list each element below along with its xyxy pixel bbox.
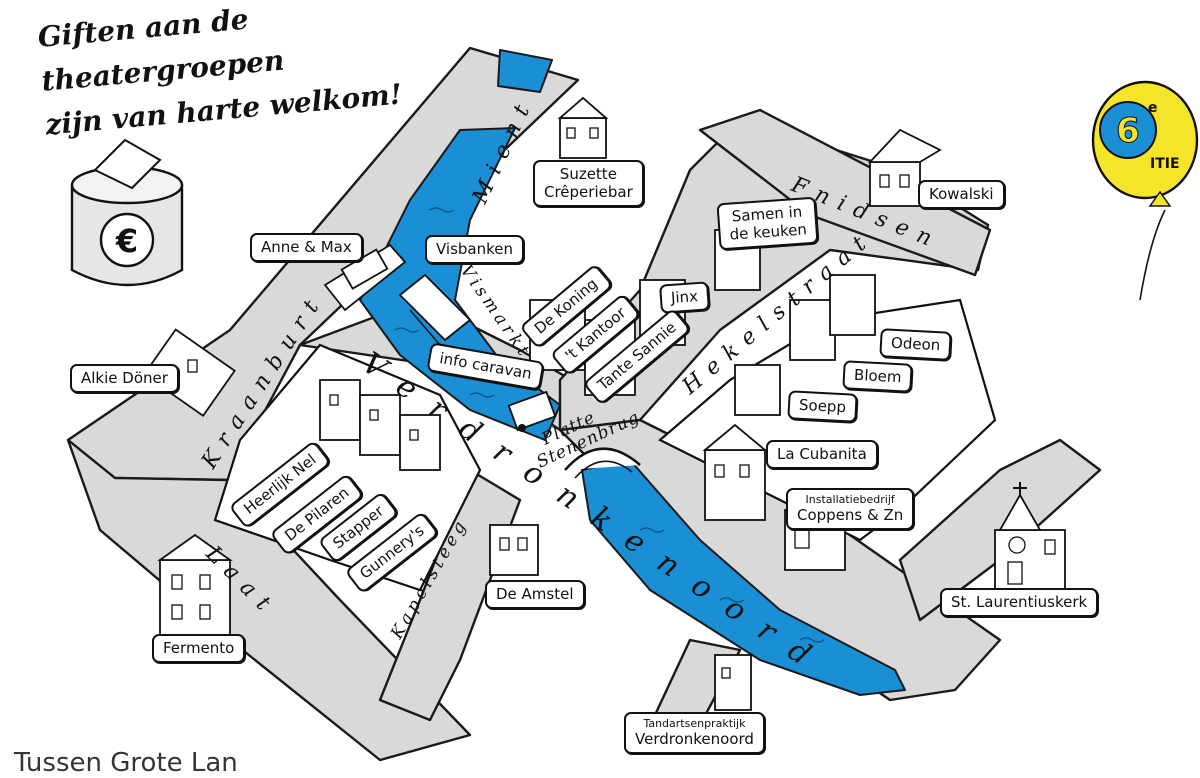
building-la-cubanita (702, 423, 768, 521)
label-jinx: Jinx (659, 281, 710, 314)
label-soepp: Soepp (787, 390, 858, 423)
label-bloem: Bloem (842, 360, 914, 393)
balloon-word: ITIE (1150, 156, 1180, 172)
footer-text: Tussen Grote Lan (14, 748, 238, 778)
building-fermento (157, 533, 233, 641)
building-amstel (489, 524, 539, 576)
church-st-laurentius (994, 482, 1066, 591)
label-odeon: Odeon (879, 328, 952, 361)
label-anne-max: Anne & Max (250, 233, 363, 262)
building-row-verdronkenoord (319, 379, 441, 471)
label-samen-in-de-keuken: Samen in de keuken (716, 196, 819, 251)
label-la-cubanita: La Cubanita (766, 440, 878, 469)
label-suzette: Suzette Crêperiebar (533, 160, 644, 207)
balloon: 6 e ITIE (1091, 80, 1199, 301)
building-kowalski (867, 128, 942, 207)
balloon-numeral: 6 (1116, 111, 1140, 151)
donation-bin: € (70, 138, 184, 287)
label-alkie-doner: Alkie Döner (70, 364, 179, 393)
label-fermento: Fermento (152, 634, 246, 663)
street-kapelsteeg (378, 468, 522, 722)
label-coppens: Installatiebedrijf Coppens & Zn (786, 488, 915, 530)
label-de-amstel: De Amstel (485, 580, 585, 609)
street-laat (66, 438, 472, 762)
canals (359, 49, 906, 696)
canal-waves (394, 207, 825, 643)
label-visbanken: Visbanken (425, 235, 525, 264)
boat-anne-max (323, 243, 407, 312)
visbanken-stall (398, 273, 472, 346)
building-tandarts (714, 654, 752, 711)
canal-south (581, 459, 906, 696)
euro-symbol: € (115, 222, 138, 260)
building-suzette (557, 96, 609, 159)
info-caravan-vehicle (507, 390, 557, 432)
bridge-arch-inner (574, 460, 633, 479)
label-tandartsenpraktijk: Tandartsenpraktijk Verdronkenoord (624, 712, 765, 754)
canal-top-stub (497, 49, 553, 93)
balloon-superscript: e (1148, 100, 1158, 116)
label-st-laurentiuskerk: St. Laurentiuskerk (940, 588, 1099, 617)
label-kowalski: Kowalski (918, 180, 1005, 209)
building-alkie (142, 328, 236, 418)
